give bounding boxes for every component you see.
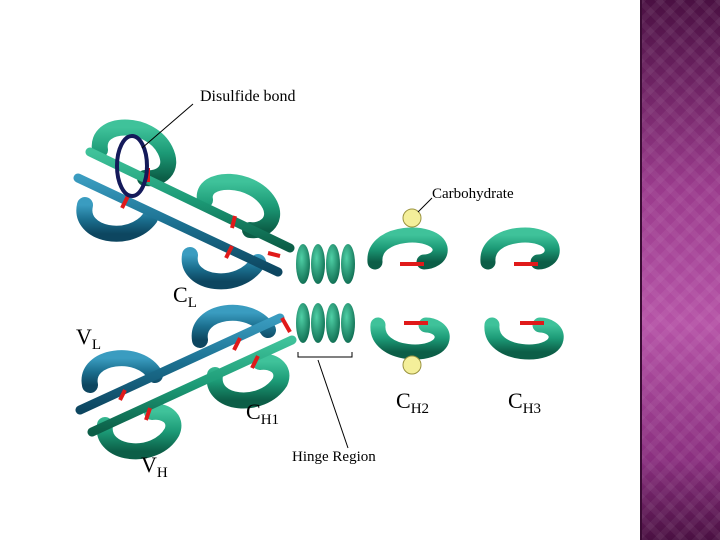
hinge-segment: [341, 303, 355, 343]
lower-vl-domain: [81, 350, 163, 393]
upper-vl-domain: [76, 197, 158, 242]
decorative-sidebar: [640, 0, 720, 540]
upper-ch2-domain: [367, 227, 448, 270]
cl-label: CL: [173, 282, 197, 311]
lower-heavy-strand: [87, 335, 297, 437]
lower-ch1-domain: [206, 353, 290, 409]
ch1-label: CH1: [246, 399, 279, 428]
vl-label: VL: [76, 324, 101, 353]
carbohydrate-label: Carbohydrate: [432, 186, 514, 202]
sidebar-edge: [640, 0, 642, 540]
upper-ch3-domain: [480, 227, 560, 270]
hinge-segment: [311, 244, 325, 284]
fc-region: [351, 208, 617, 375]
upper-light-strand: [73, 173, 283, 277]
hinge-segment: [326, 244, 340, 284]
lower-fab-arm: [75, 304, 297, 460]
upper-cl-domain: [181, 247, 266, 290]
carbohydrate-marker: [402, 355, 422, 375]
carbohydrate-marker: [402, 208, 422, 228]
ch2-label: CH2: [396, 388, 429, 417]
disulfide-bond-label: Disulfide bond: [200, 88, 296, 105]
disulfide-bond: [280, 317, 292, 333]
upper-vh-domain: [91, 119, 177, 187]
lower-vh-domain: [96, 403, 182, 460]
ch3-label: CH3: [508, 388, 541, 417]
disulfide-bond: [230, 215, 237, 229]
vh-label: VH: [141, 452, 168, 481]
lower-ch3-domain: [484, 317, 564, 360]
hinge-region: [296, 244, 355, 358]
disulfide-bond: [250, 355, 260, 369]
leader-lines: [141, 103, 433, 449]
disulfide-highlight-ring: [115, 134, 149, 198]
disulfide-bond: [267, 251, 281, 258]
hinge-segment: [341, 244, 355, 284]
lower-light-strand: [75, 313, 285, 415]
antibody-diagram: Disulfide bond Carbohydrate Hinge Region…: [73, 88, 617, 481]
disulfide-bond: [224, 245, 234, 259]
disulfide-bond: [144, 407, 152, 421]
hinge-segment: [311, 303, 325, 343]
hinge-segment: [296, 303, 310, 343]
disulfide-bond: [120, 195, 130, 209]
disulfide-bond: [118, 389, 127, 401]
hinge-bracket: [297, 352, 353, 358]
lower-ch2-domain: [370, 317, 450, 360]
disulfide-bond: [232, 337, 242, 351]
hinge-region-label: Hinge Region: [292, 449, 376, 465]
hinge-segment: [326, 303, 340, 343]
upper-fab-arm: [73, 119, 295, 290]
upper-ch1-domain: [196, 173, 280, 239]
upper-heavy-strand: [85, 147, 295, 253]
hinge-segment: [296, 244, 310, 284]
